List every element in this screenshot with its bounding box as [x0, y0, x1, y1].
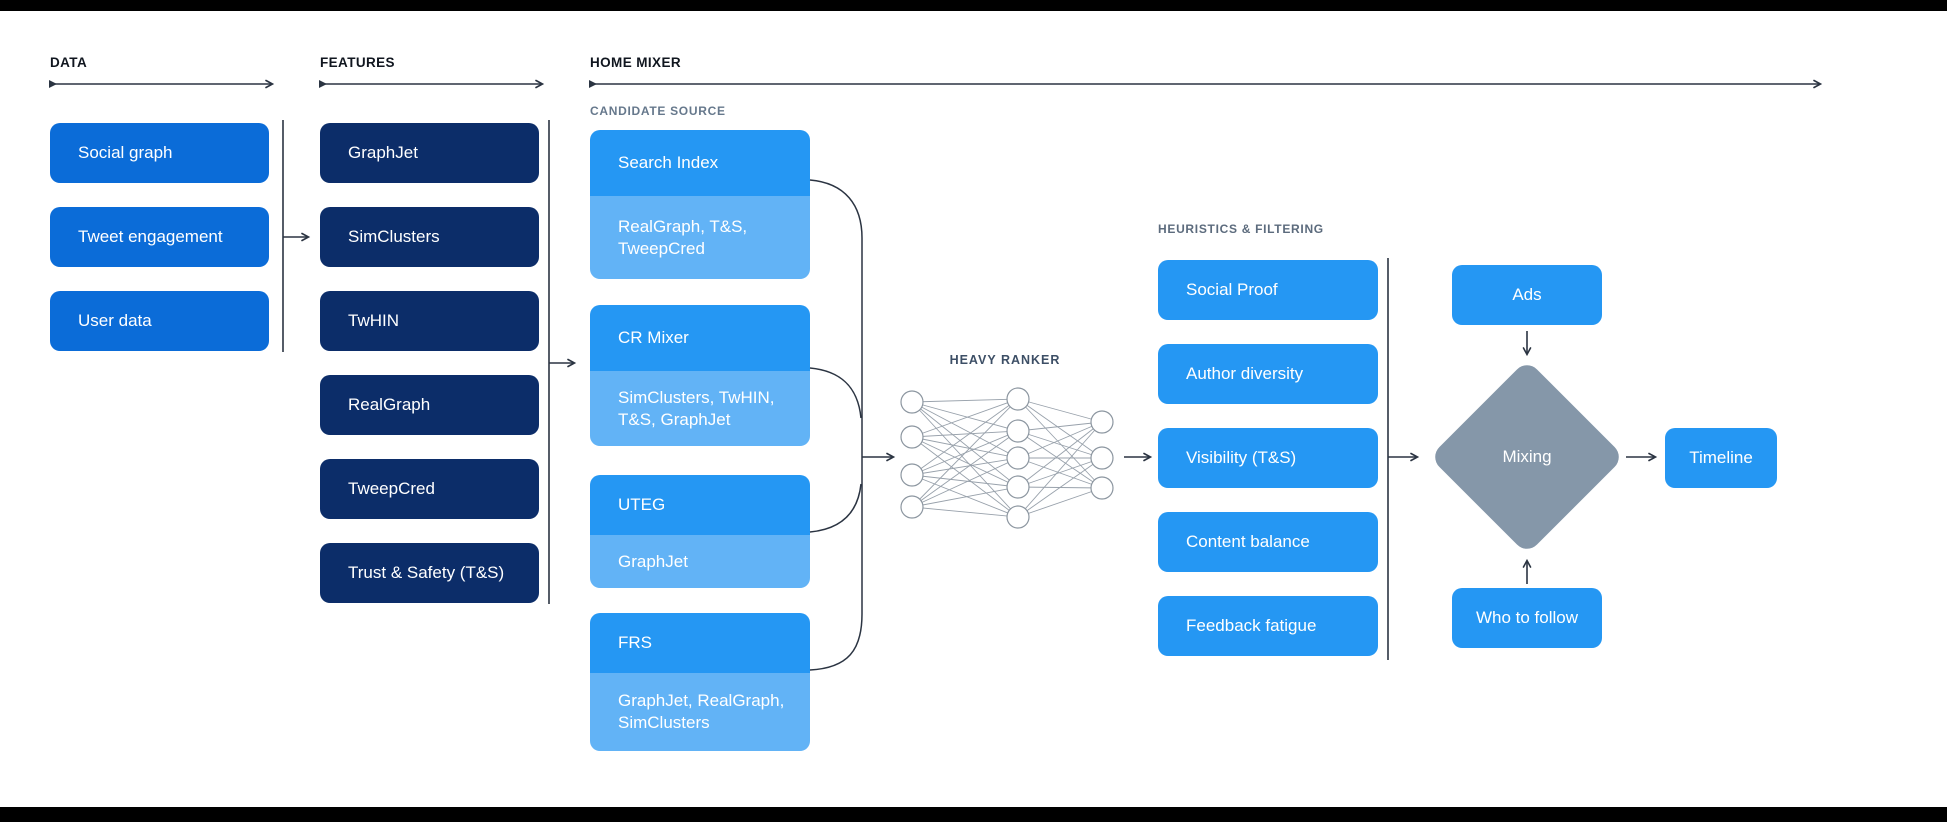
candidate-source-name-label: CR Mixer: [618, 328, 689, 347]
rail-label-data: DATA: [50, 55, 88, 70]
candidate-source-features-label: GraphJet: [618, 551, 688, 571]
candidate-collector-lines: [809, 179, 863, 671]
feature-box-label: RealGraph: [348, 395, 431, 414]
letterbox-top: [0, 0, 1947, 11]
candidate-source-name: FRS: [590, 613, 810, 673]
heuristic-box-content-balance: Content balance: [1158, 512, 1378, 572]
heuristic-box-label: Feedback fatigue: [1186, 616, 1317, 635]
candidate-source-features: SimClusters, TwHIN, T&S, GraphJet: [590, 371, 810, 446]
candidate-source-features: GraphJet, RealGraph, SimClusters: [590, 673, 810, 751]
heuristic-box-social-proof: Social Proof: [1158, 260, 1378, 320]
data-box-tweet-engagement: Tweet engagement: [50, 207, 269, 267]
candidate-source-name-label: UTEG: [618, 495, 666, 514]
heuristic-box-label: Social Proof: [1186, 280, 1278, 299]
who-to-follow-label: Who to follow: [1475, 608, 1579, 627]
candidate-source-name: Search Index: [590, 130, 810, 196]
candidate-source-name: UTEG: [590, 475, 810, 535]
data-box-social-graph: Social graph: [50, 123, 269, 183]
section-label-heavy-ranker: HEAVY RANKER: [949, 353, 1061, 367]
heuristic-box-label: Content balance: [1186, 532, 1310, 551]
neural-network: [900, 387, 1114, 529]
heuristic-box-feedback-fatigue: Feedback fatigue: [1158, 596, 1378, 656]
feature-box-label: Trust & Safety (T&S): [348, 563, 505, 582]
heuristic-box-author-diversity: Author diversity: [1158, 344, 1378, 404]
candidate-source-uteg: UTEG GraphJet: [590, 475, 810, 588]
candidate-source-features-label: SimClusters, TwHIN, T&S, GraphJet: [618, 387, 775, 429]
data-box-label: Tweet engagement: [78, 227, 223, 246]
candidate-source-features: RealGraph, T&S, TweepCred: [590, 196, 810, 279]
feature-box-tweepcred: TweepCred: [320, 459, 539, 519]
feature-box-label: SimClusters: [348, 227, 440, 246]
data-box-label: Social graph: [78, 143, 173, 162]
candidate-source-features-label: RealGraph, T&S, TweepCred: [618, 216, 748, 258]
feature-box-simclusters: SimClusters: [320, 207, 539, 267]
candidate-source-search-index: Search Index RealGraph, T&S, TweepCred: [590, 130, 810, 279]
feature-box-label: TweepCred: [348, 479, 435, 498]
mixing-label: Mixing: [1502, 447, 1552, 466]
candidate-source-features-label: GraphJet, RealGraph, SimClusters: [618, 691, 785, 732]
data-box-user-data: User data: [50, 291, 269, 351]
timeline-label: Timeline: [1689, 448, 1753, 467]
candidate-source-frs: FRS GraphJet, RealGraph, SimClusters: [590, 613, 810, 751]
candidate-source-name-label: Search Index: [618, 153, 719, 172]
data-box-label: User data: [78, 311, 152, 330]
rail-label-features: FEATURES: [320, 55, 395, 70]
feature-box-label: GraphJet: [348, 143, 418, 162]
feature-box-label: TwHIN: [348, 311, 399, 330]
neural-network-edges: [911, 398, 1103, 518]
candidate-source-name: CR Mixer: [590, 305, 810, 371]
candidate-source-cr-mixer: CR Mixer SimClusters, TwHIN, T&S, GraphJ…: [590, 305, 810, 446]
heuristic-box-visibility: Visibility (T&S): [1158, 428, 1378, 488]
candidate-source-name-label: FRS: [618, 633, 652, 652]
candidate-source-features: GraphJet: [590, 535, 810, 588]
section-label-candidate-source: CANDIDATE SOURCE: [590, 104, 726, 118]
feature-box-graphjet: GraphJet: [320, 123, 539, 183]
heuristic-box-label: Visibility (T&S): [1186, 448, 1297, 467]
rail-label-home-mixer: HOME MIXER: [590, 55, 682, 70]
feature-box-trust-safety: Trust & Safety (T&S): [320, 543, 539, 603]
section-label-heuristics: HEURISTICS & FILTERING: [1158, 222, 1324, 236]
timeline-box: Timeline: [1665, 428, 1777, 488]
ads-label: Ads: [1512, 285, 1542, 304]
letterbox-bottom: [0, 807, 1947, 822]
feature-box-twhin: TwHIN: [320, 291, 539, 351]
ads-box: Ads: [1452, 265, 1602, 325]
heuristic-box-label: Author diversity: [1186, 364, 1304, 383]
neural-network-nodes: [900, 387, 1114, 529]
feature-box-realgraph: RealGraph: [320, 375, 539, 435]
who-to-follow-box: Who to follow: [1452, 588, 1602, 648]
